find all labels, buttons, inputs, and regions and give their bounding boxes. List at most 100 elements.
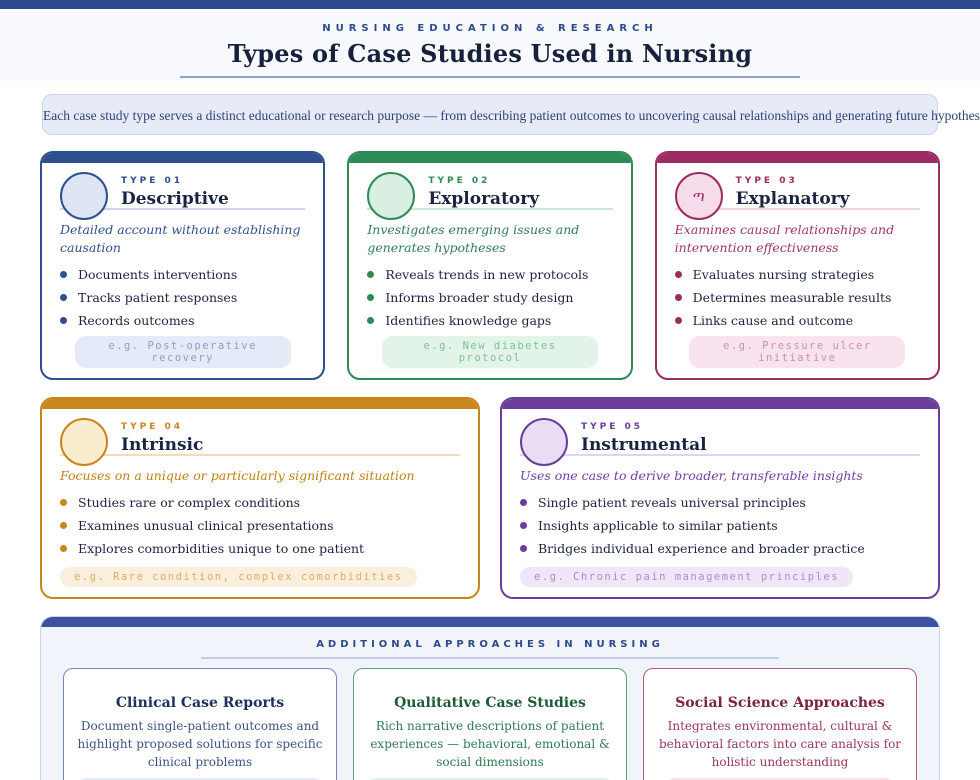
type-cards-row-2: TYPE 04 Intrinsic Focuses on a unique or… — [40, 397, 940, 600]
approach-body: Integrates environmental, cultural & beh… — [658, 719, 902, 770]
exploratory-circle-icon — [367, 172, 416, 220]
card-divider — [674, 208, 920, 210]
card-description: Detailed account without establishing ca… — [60, 222, 301, 256]
bullet-item: Determines measurable results — [674, 290, 920, 306]
example-pill: e.g. Post-operative recovery — [74, 336, 291, 369]
card-accent-bar — [656, 153, 938, 163]
type-label: TYPE 05 — [581, 422, 644, 433]
type-label: TYPE 01 — [121, 176, 184, 186]
bullet-text: Determines measurable results — [692, 290, 892, 306]
approach-body: Rich narrative descriptions of patient e… — [370, 719, 610, 770]
circle-glyph: ጣ — [692, 187, 705, 205]
example-pill: e.g. Rare condition, complex comorbiditi… — [60, 567, 417, 588]
card-divider — [520, 454, 920, 457]
example-pill: e.g. New diabetes protocol — [382, 336, 598, 369]
bullet-text: Informs broader study design — [385, 290, 574, 306]
bullet-item: Links cause and outcome — [674, 313, 920, 329]
instrumental-circle-icon — [520, 418, 568, 467]
card-divider — [60, 454, 460, 457]
bullet-text: Reveals trends in new protocols — [385, 267, 589, 283]
example-pill: e.g. Pressure ulcer initiative — [689, 336, 906, 369]
approach-card-clinical-case-reports: Clinical Case Reports Document single-pa… — [63, 668, 337, 780]
card-description: Examines causal relationships and interv… — [674, 222, 895, 256]
type-label: TYPE 03 — [735, 176, 798, 186]
card-title: Descriptive — [121, 189, 229, 209]
type-card-explanatory: ጣ TYPE 03 Explanatory Examines causal re… — [654, 151, 940, 381]
card-title: Instrumental — [581, 435, 707, 456]
top-accent-bar — [0, 0, 980, 9]
bullet-item: Evaluates nursing strategies — [674, 267, 920, 283]
bullet-item: Single patient reveals universal princip… — [520, 495, 920, 510]
approach-card-social-science-approaches: Social Science Approaches Integrates env… — [643, 668, 917, 780]
card-divider — [367, 208, 613, 210]
bullet-item: Records outcomes — [60, 313, 305, 328]
bullet-text: Examines unusual clinical presentations — [78, 518, 334, 534]
bullet-item: Informs broader study design — [367, 290, 612, 305]
type-card-instrumental: TYPE 05 Instrumental Uses one case to de… — [500, 397, 940, 600]
card-accent-bar — [42, 153, 324, 163]
approach-tag-pill: Narrative · Patient-centered — [366, 778, 614, 780]
card-head-text: TYPE 02 Exploratory — [428, 172, 539, 220]
bullet-item: Explores comorbidities unique to one pat… — [60, 541, 460, 556]
bullet-text: Single patient reveals universal princip… — [538, 495, 806, 511]
bullet-dot-icon — [674, 271, 682, 279]
card-head-text: TYPE 01 Descriptive — [121, 172, 229, 220]
card-title: Intrinsic — [121, 435, 204, 456]
approach-title: Social Science Approaches — [675, 695, 885, 712]
approach-body: Document single-patient outcomes and hig… — [77, 719, 323, 770]
bullet-text: Links cause and outcome — [692, 313, 854, 329]
card-accent-bar — [42, 399, 478, 410]
eyebrow-label: NURSING EDUCATION & RESEARCH — [322, 23, 658, 34]
bullet-dot-icon — [367, 271, 375, 279]
approach-title: Clinical Case Reports — [115, 695, 285, 712]
bullet-text: Explores comorbidities unique to one pat… — [78, 541, 365, 557]
card-accent-bar — [502, 399, 938, 410]
page-title: Types of Case Studies Used in Nursing — [227, 39, 753, 68]
additional-cards-row: Clinical Case Reports Document single-pa… — [41, 659, 939, 780]
section-accent-bar — [41, 617, 939, 628]
bullet-dot-icon — [60, 294, 67, 302]
bullet-dot-icon — [367, 294, 375, 302]
card-bullet-list: Single patient reveals universal princip… — [520, 495, 920, 556]
bullet-dot-icon — [60, 522, 67, 530]
card-bullet-list: Evaluates nursing strategies Determines … — [674, 267, 920, 329]
bullet-item: Insights applicable to similar patients — [520, 518, 920, 533]
card-bullet-list: Reveals trends in new protocols Informs … — [367, 267, 612, 328]
bullet-text: Evaluates nursing strategies — [692, 267, 875, 283]
bullet-item: Documents interventions — [60, 267, 305, 282]
intro-pill: Each case study type serves a distinct e… — [42, 94, 980, 135]
card-accent-bar — [349, 153, 631, 163]
section-heading-underline — [201, 657, 779, 660]
bullet-item: Tracks patient responses — [60, 290, 305, 305]
bullet-dot-icon — [674, 317, 682, 325]
bullet-dot-icon — [367, 317, 375, 325]
bullet-item: Identifies knowledge gaps — [367, 313, 612, 328]
bullet-text: Identifies knowledge gaps — [385, 313, 552, 329]
bullet-item: Examines unusual clinical presentations — [60, 518, 460, 533]
bullet-dot-icon — [60, 545, 67, 553]
bullet-text: Tracks patient responses — [78, 290, 238, 306]
card-description: Investigates emerging issues and generat… — [367, 222, 580, 256]
type-card-intrinsic: TYPE 04 Intrinsic Focuses on a unique or… — [40, 397, 480, 600]
card-bullet-list: Studies rare or complex conditions Exami… — [60, 495, 460, 556]
bullet-dot-icon — [674, 294, 682, 302]
type-card-descriptive: TYPE 01 Descriptive Detailed account wit… — [40, 151, 326, 381]
card-head: TYPE 04 Intrinsic — [60, 418, 460, 467]
card-head-text: TYPE 03 Explanatory — [736, 172, 850, 220]
card-head: TYPE 01 Descriptive — [60, 172, 305, 220]
card-description: Uses one case to derive broader, transfe… — [520, 468, 863, 484]
bullet-item: Bridges individual experience and broade… — [520, 541, 920, 556]
card-head: ጣ TYPE 03 Explanatory — [674, 172, 920, 220]
bullet-text: Insights applicable to similar patients — [538, 518, 778, 534]
bullet-dot-icon — [520, 545, 527, 553]
approach-card-qualitative-case-studies: Qualitative Case Studies Rich narrative … — [353, 668, 627, 780]
bullet-dot-icon — [60, 271, 67, 279]
approach-tag-pill: Holistic · Context-driven — [666, 778, 894, 780]
bullet-text: Studies rare or complex conditions — [78, 495, 301, 511]
bullet-dot-icon — [60, 317, 67, 325]
bullet-dot-icon — [60, 499, 67, 507]
card-head: TYPE 02 Exploratory — [367, 172, 612, 220]
bullet-text: Records outcomes — [78, 313, 195, 329]
title-underline — [180, 76, 800, 78]
